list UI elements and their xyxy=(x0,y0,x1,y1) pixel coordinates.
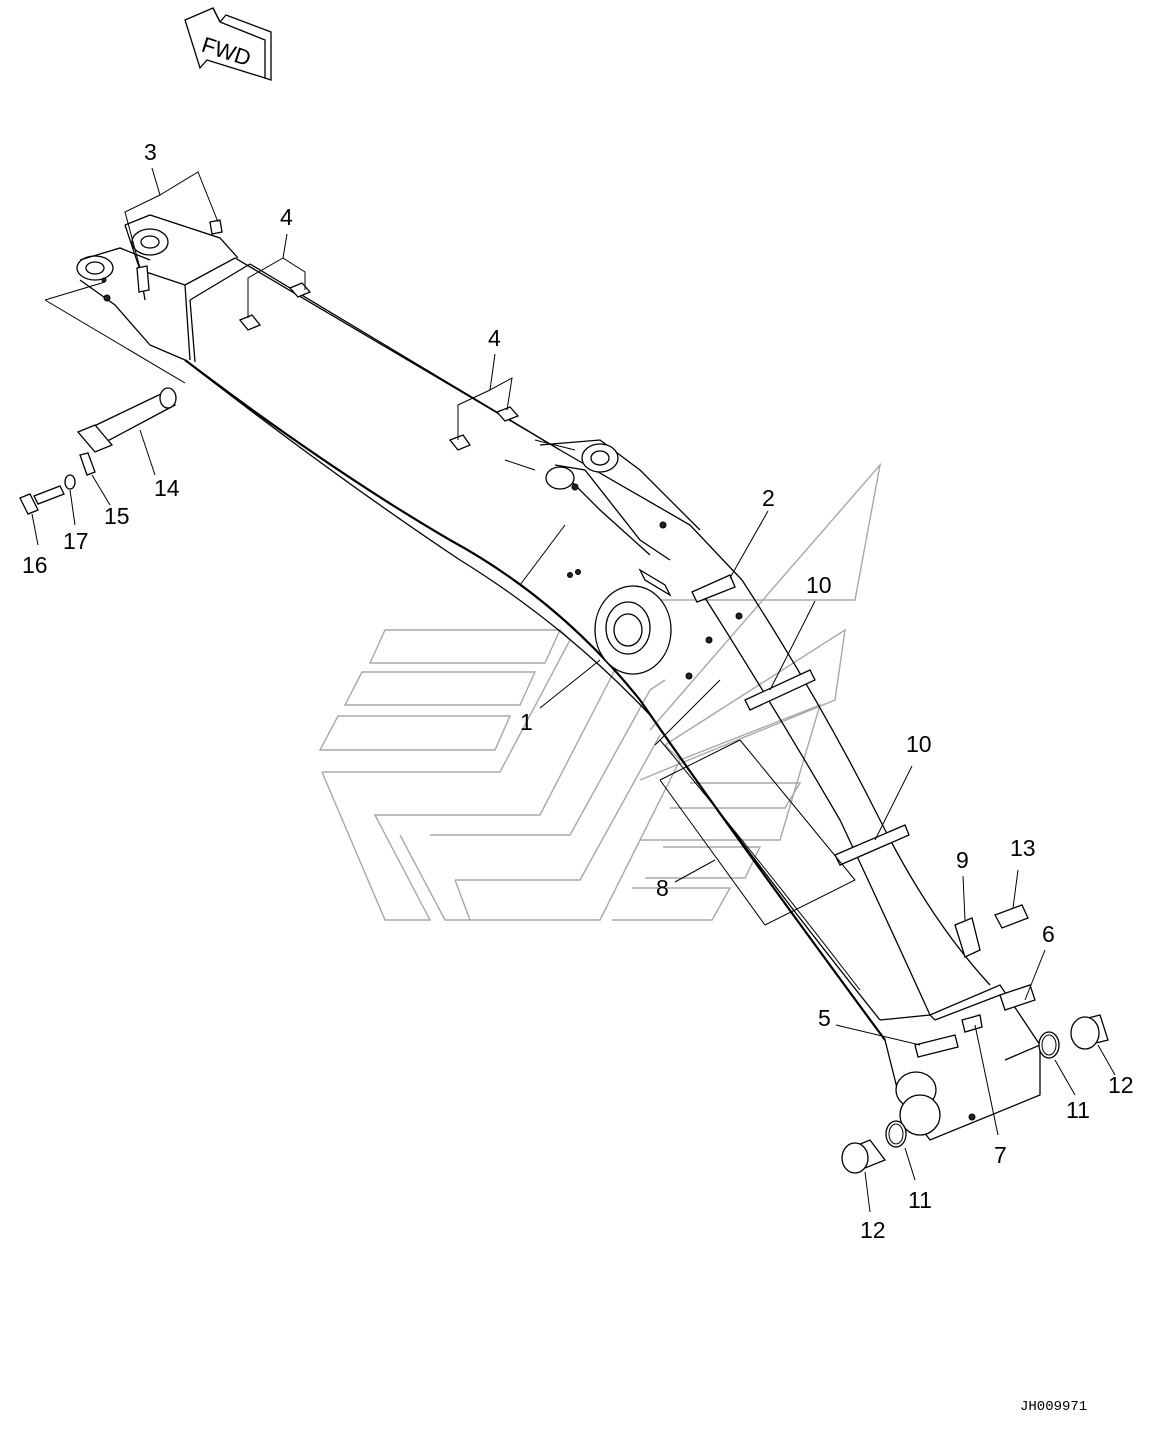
callout-9: 9 xyxy=(956,847,969,873)
callout-10a: 10 xyxy=(806,572,832,598)
boom-body xyxy=(76,214,1041,1141)
loose-parts xyxy=(19,387,1109,1174)
callout-3: 3 xyxy=(144,139,157,165)
callout-12a: 12 xyxy=(1108,1072,1134,1098)
pin-detail-outline xyxy=(44,281,186,384)
callout-16: 16 xyxy=(22,552,48,578)
callout-6: 6 xyxy=(1042,921,1055,947)
callout-1: 1 xyxy=(520,709,533,735)
callout-4b: 4 xyxy=(488,325,501,351)
fwd-label: FWD xyxy=(199,32,254,71)
callout-11b: 11 xyxy=(908,1187,932,1213)
leader-lines xyxy=(31,167,1116,1213)
callout-5: 5 xyxy=(818,1005,831,1031)
callout-10b: 10 xyxy=(906,731,932,757)
fwd-arrow-icon: FWD xyxy=(184,7,272,81)
callout-2: 2 xyxy=(762,485,775,511)
watermark-logo xyxy=(318,462,882,921)
callouts: 1 2 3 4 4 5 6 7 8 9 10 10 11 11 12 12 13… xyxy=(22,139,1134,1243)
callout-14: 14 xyxy=(154,475,180,501)
callout-12b: 12 xyxy=(860,1217,886,1243)
callout-7: 7 xyxy=(994,1142,1007,1168)
drawing-code: JH009971 xyxy=(1020,1399,1087,1415)
callout-15: 15 xyxy=(104,503,130,529)
callout-17: 17 xyxy=(63,528,89,554)
callout-4a: 4 xyxy=(280,204,293,230)
callout-11a: 11 xyxy=(1066,1097,1090,1123)
callout-8: 8 xyxy=(656,875,669,901)
detail-box-item-8 xyxy=(659,739,856,926)
callout-13: 13 xyxy=(1010,835,1036,861)
